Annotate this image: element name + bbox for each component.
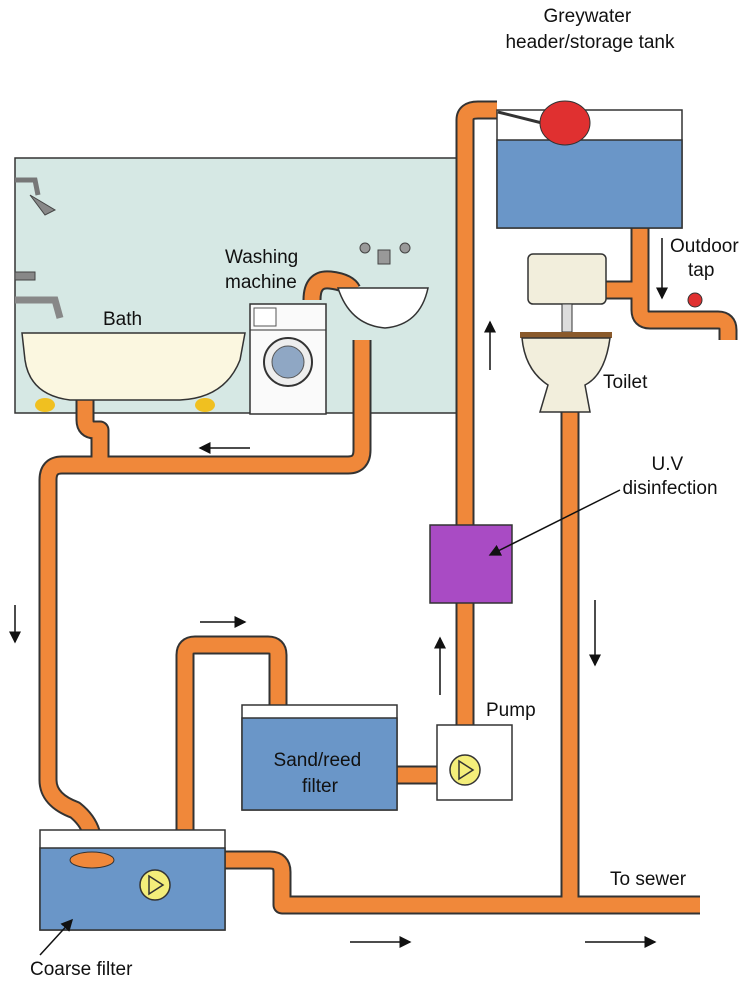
toilet-label: Toilet xyxy=(603,372,648,393)
sand-filter-label-line2: filter xyxy=(302,776,339,797)
toilet-icon xyxy=(520,253,612,413)
coarse-filter-water xyxy=(39,847,226,931)
uv-pointer-arrow xyxy=(488,489,621,556)
washing-machine-label: Washing machine xyxy=(225,247,304,293)
pipe-network xyxy=(38,100,738,915)
washing-machine-label-line2: machine xyxy=(225,272,297,293)
tank-label-line1: Greywater xyxy=(544,6,632,27)
tank-label: Greywater header/storage tank xyxy=(505,6,675,53)
outdoor-tap-icon xyxy=(687,292,703,308)
storage-tank xyxy=(496,100,683,229)
coarse-filter-label: Coarse filter xyxy=(30,959,133,980)
sand-filter-label-line1: Sand/reed xyxy=(274,750,362,771)
uv-label-line1: U.V xyxy=(652,454,684,475)
shower-head-icon xyxy=(15,177,57,216)
tank-label-line2: header/storage tank xyxy=(505,32,675,53)
sand-filter-label: Sand/reed filter xyxy=(274,750,367,797)
sink-icon xyxy=(336,242,429,329)
washing-machine-label-line1: Washing xyxy=(225,247,298,268)
bath-icon xyxy=(21,332,246,412)
outdoor-tap-label: Outdoor tap xyxy=(670,236,744,281)
pump-label: Pump xyxy=(486,700,536,721)
sewer-label: To sewer xyxy=(610,869,687,890)
outdoor-tap-label-line2: tap xyxy=(688,260,714,281)
uv-label: U.V disinfection xyxy=(622,454,717,499)
flow-arrows xyxy=(9,238,668,948)
outdoor-tap-label-line1: Outdoor xyxy=(670,236,739,257)
bath-label: Bath xyxy=(103,309,142,330)
uv-label-line2: disinfection xyxy=(622,478,717,499)
bath-taps-icon xyxy=(14,271,64,319)
coarse-filter-pointer-arrow xyxy=(39,918,74,956)
uv-disinfection-unit xyxy=(429,524,513,604)
sand-filter-water xyxy=(241,717,398,811)
pump-icon xyxy=(449,754,481,786)
washing-machine-icon xyxy=(249,303,327,415)
coarse-filter-pump-icon xyxy=(139,869,171,901)
